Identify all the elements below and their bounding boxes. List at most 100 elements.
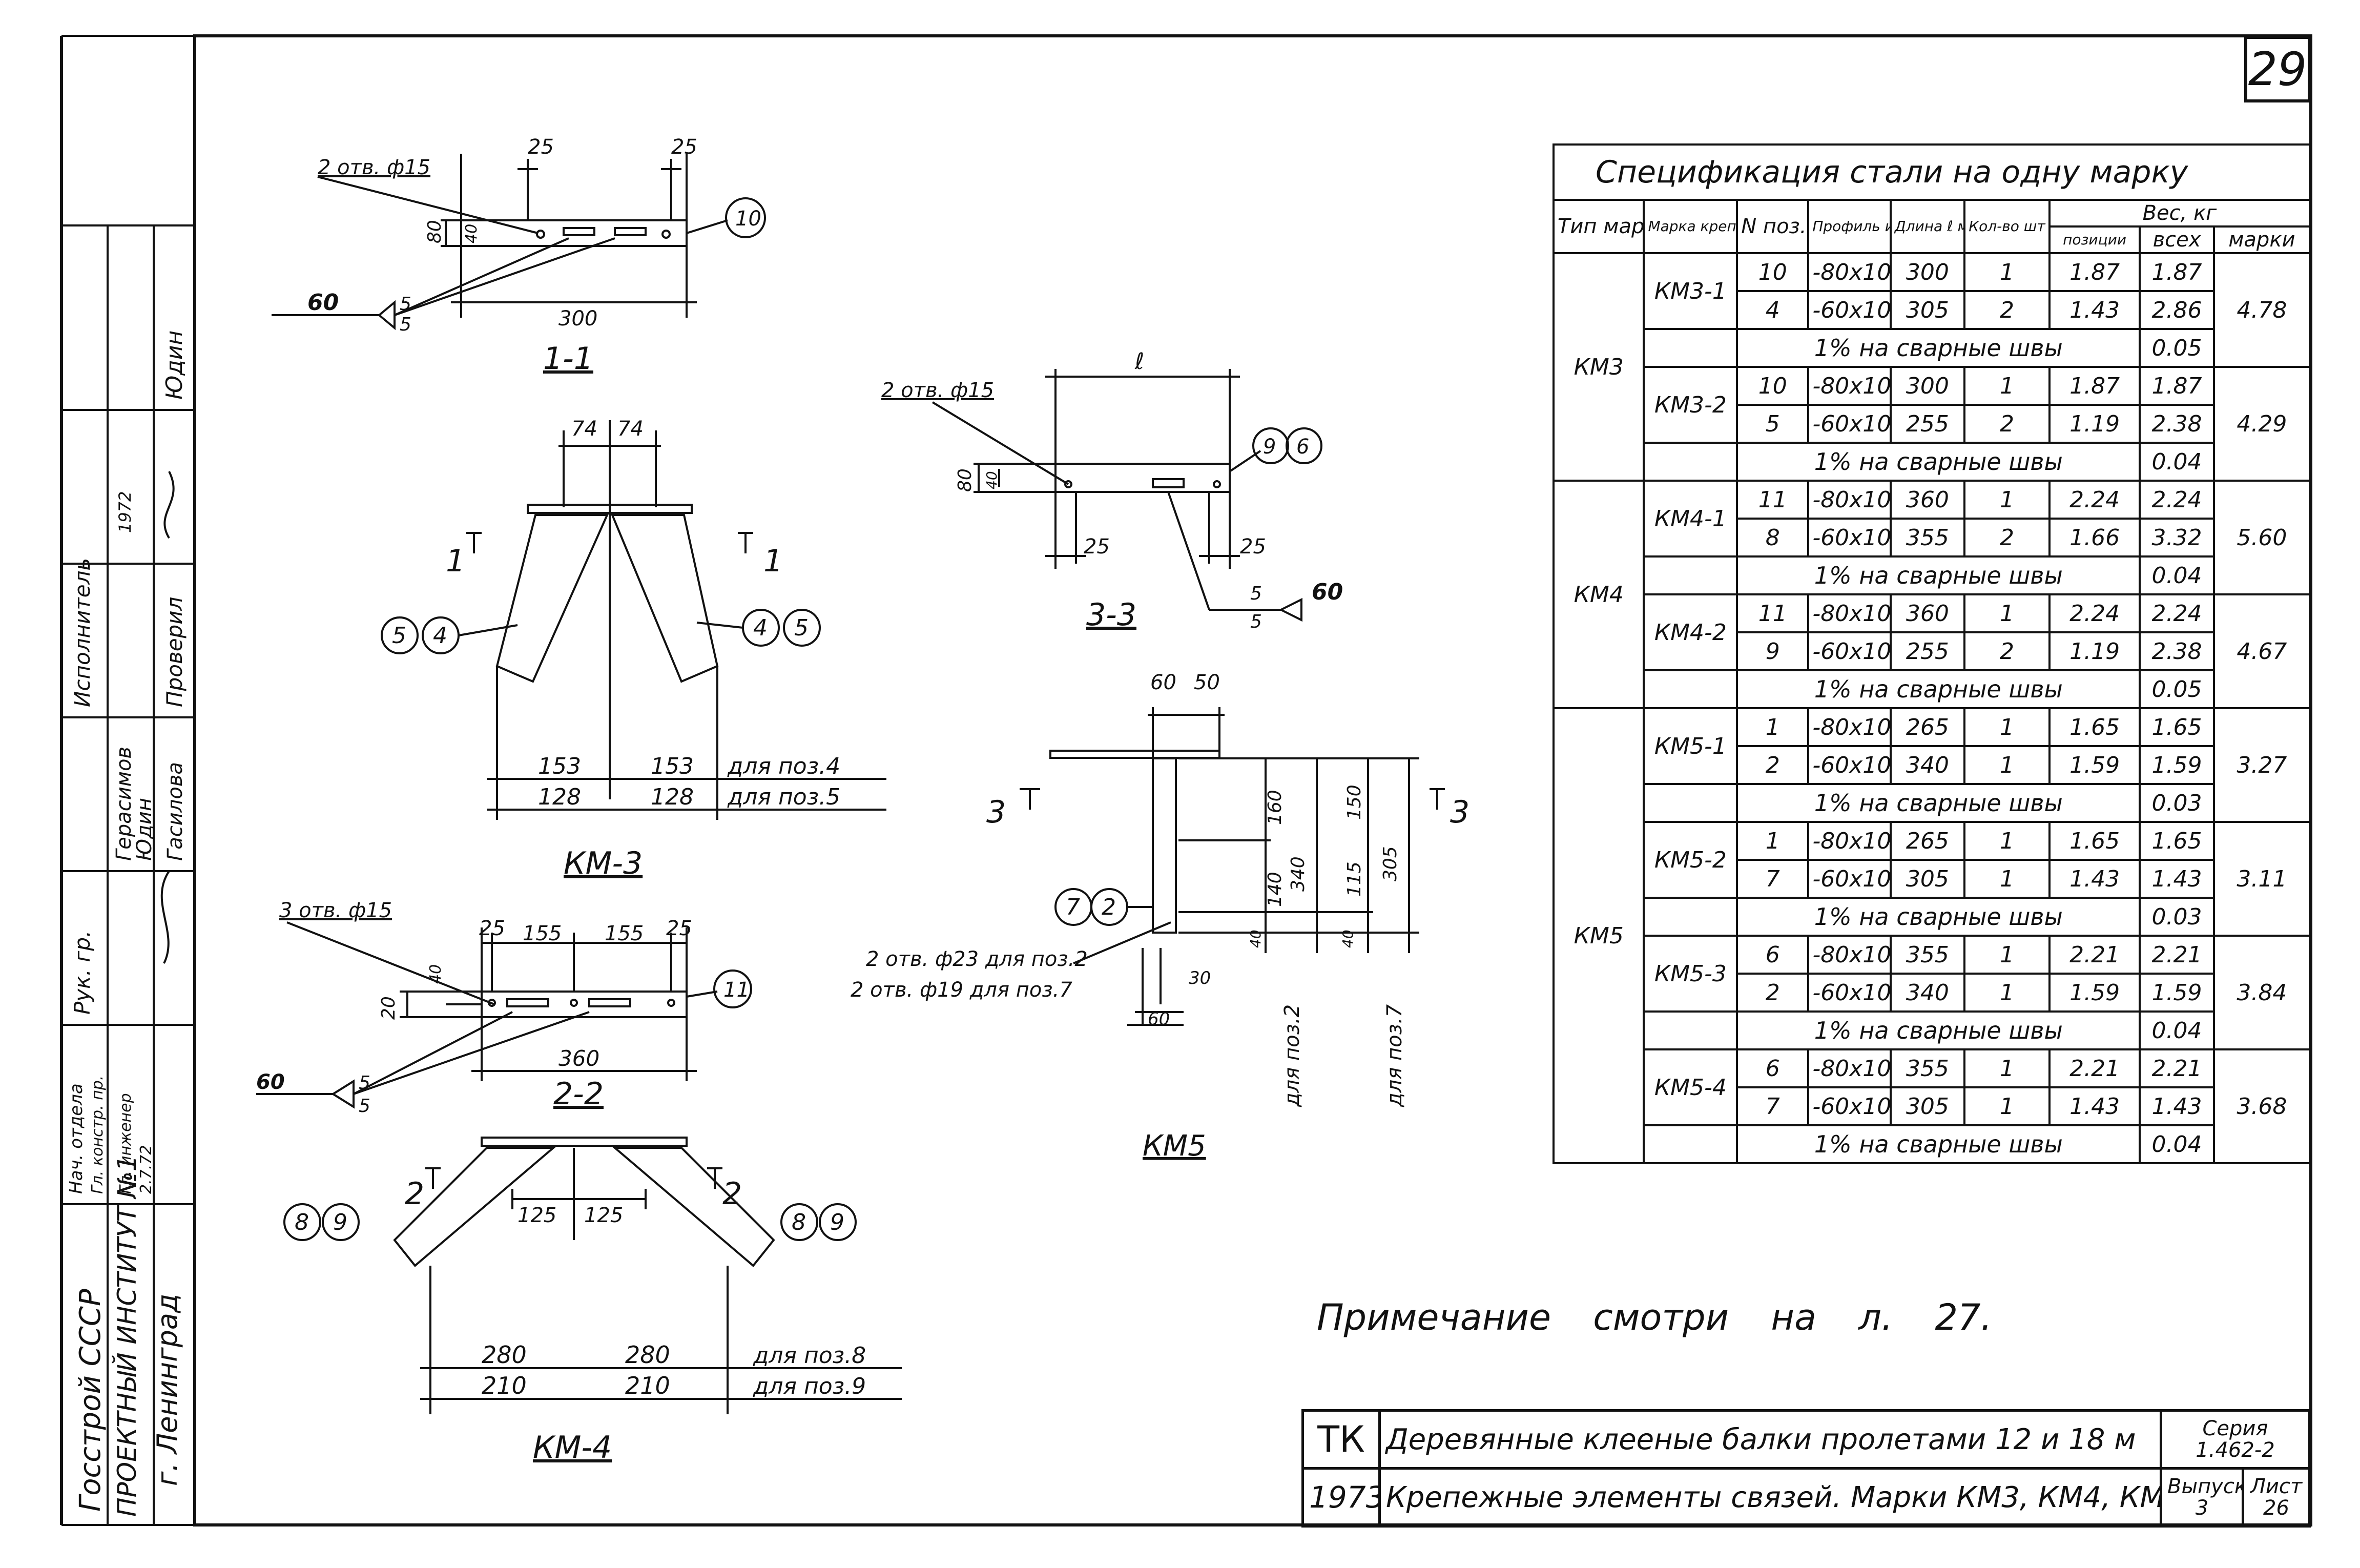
km4-cut-right: 2 xyxy=(722,1176,742,1212)
mark-total-cell: 3.11 xyxy=(2212,821,2311,937)
km4-pos-right-a: 8 xyxy=(792,1209,806,1235)
weld-note-cell: 1% на сварные швы xyxy=(1736,1010,2141,1050)
weld-note-cell: 1% на сварные швы xyxy=(1736,669,2141,709)
mark-cell: КМ4-2 xyxy=(1643,593,1738,671)
km4-dim-125b: 125 xyxy=(584,1204,623,1227)
profile-cell: -60х10 xyxy=(1807,859,1892,899)
s33-dim-l: ℓ xyxy=(1134,348,1144,375)
stamp-role-6: Проверил xyxy=(162,597,187,707)
km3-r1-a: 153 xyxy=(538,753,581,779)
km3-dim-74a: 74 xyxy=(571,417,597,441)
pos-cell: 1 xyxy=(1736,707,1810,747)
tb-year: 1973 xyxy=(1301,1467,1381,1528)
weight-pos-cell: 1.19 xyxy=(2048,404,2141,444)
sheet-frame xyxy=(193,34,2312,1526)
s33-pos-a: 9 xyxy=(1263,435,1276,459)
s22-dim-155a: 155 xyxy=(523,922,562,945)
km3-dim-74b: 74 xyxy=(617,417,644,441)
stamp-date-2: 1972 xyxy=(115,491,135,533)
km3-r2-label: для поз.5 xyxy=(727,784,840,810)
type-cell: КМ3 xyxy=(1552,252,1645,482)
col-pos: N поз. xyxy=(1736,199,1810,254)
s11-weld: 60 xyxy=(307,290,339,316)
stamp-institute: ПРОЕКТНЫЙ ИНСТИТУТ №1 xyxy=(112,1155,142,1517)
weld-weight-cell: 0.05 xyxy=(2139,669,2215,709)
km5-dim-140: 140 xyxy=(1265,872,1286,907)
s11-title: 1-1 xyxy=(543,341,593,377)
weld-note-cell: 1% на сварные швы xyxy=(1736,442,2141,482)
pos-cell: 5 xyxy=(1736,404,1810,444)
blank-cell xyxy=(1643,328,1738,368)
s22-weld-leg-1: 5 xyxy=(359,1072,370,1094)
km3-pos-right-b: 5 xyxy=(794,615,809,641)
count-cell: 1 xyxy=(1963,821,2051,861)
tb-subtitle: Крепежные элементы связей. Марки КМ3, КМ… xyxy=(1378,1467,2162,1528)
count-cell: 2 xyxy=(1963,404,2051,444)
length-cell: 340 xyxy=(1889,745,1966,785)
tb-issue: 3 xyxy=(2195,1496,2209,1520)
km5-dim-150: 150 xyxy=(1344,785,1365,820)
pos-cell: 11 xyxy=(1736,593,1810,633)
mark-total-cell: 5.60 xyxy=(2212,480,2311,595)
spec-caption: Спецификация стали на одну марку xyxy=(1552,143,2311,201)
count-cell: 1 xyxy=(1963,366,2051,406)
weld-note-cell: 1% на сварные швы xyxy=(1736,555,2141,595)
pos-cell: 2 xyxy=(1736,973,1810,1013)
section-2-2 xyxy=(256,921,752,1109)
pos-cell: 7 xyxy=(1736,1086,1810,1126)
weight-pos-cell: 1.66 xyxy=(2048,518,2141,558)
col-weight-mark: марки xyxy=(2212,225,2311,254)
weld-note-cell: 1% на сварные швы xyxy=(1736,783,2141,823)
profile-cell: -60х10 xyxy=(1807,518,1892,558)
stamp-name-2: Юдин xyxy=(133,798,156,861)
mark-cell: КМ4-1 xyxy=(1643,480,1738,558)
weight-all-cell: 2.24 xyxy=(2139,593,2215,633)
s33-pos-b: 6 xyxy=(1296,435,1309,459)
mark-cell: КМ5-4 xyxy=(1643,1048,1738,1126)
km3-r2-a: 128 xyxy=(538,784,581,810)
weight-all-cell: 1.65 xyxy=(2139,821,2215,861)
stamp-org: Госстрой СССР xyxy=(74,1289,107,1512)
s11-dim-300: 300 xyxy=(558,307,597,331)
km5-dim-60b: 60 xyxy=(1148,1009,1170,1029)
col-length: Длина ℓ мм xyxy=(1889,199,1966,254)
count-cell: 1 xyxy=(1963,1086,2051,1126)
weld-weight-cell: 0.03 xyxy=(2139,783,2215,823)
km4-drawing xyxy=(283,1137,902,1414)
weight-all-cell: 1.65 xyxy=(2139,707,2215,747)
stamp-date-1: 2.7.72 xyxy=(137,1145,155,1194)
weight-pos-cell: 1.65 xyxy=(2048,821,2141,861)
km4-pos-right-b: 9 xyxy=(830,1209,844,1235)
count-cell: 1 xyxy=(1963,593,2051,633)
stamp-name-4: Юдин xyxy=(161,331,188,400)
weld-weight-cell: 0.04 xyxy=(2139,1010,2215,1050)
weight-all-cell: 1.43 xyxy=(2139,1086,2215,1126)
s22-pos-badge: 11 xyxy=(723,978,750,1002)
col-weight-all: всех xyxy=(2139,225,2215,254)
count-cell: 1 xyxy=(1963,935,2051,975)
weight-pos-cell: 1.43 xyxy=(2048,1086,2141,1126)
km4-pos-left-a: 8 xyxy=(295,1209,309,1235)
s33-weld-leg-2: 5 xyxy=(1250,611,1262,632)
km3-pos-left-a: 5 xyxy=(392,623,406,649)
km3-drawing xyxy=(381,420,886,820)
km4-pos-left-b: 9 xyxy=(333,1209,347,1235)
km3-r1-b: 153 xyxy=(651,753,694,779)
col-mark: Марка крепежа эл-та xyxy=(1643,199,1738,254)
s11-dim-80: 80 xyxy=(424,220,445,243)
s33-dim-25b: 25 xyxy=(1240,535,1266,559)
km4-r2-label: для поз.9 xyxy=(753,1373,866,1399)
s22-holes: 3 отв. ф15 xyxy=(279,899,392,922)
